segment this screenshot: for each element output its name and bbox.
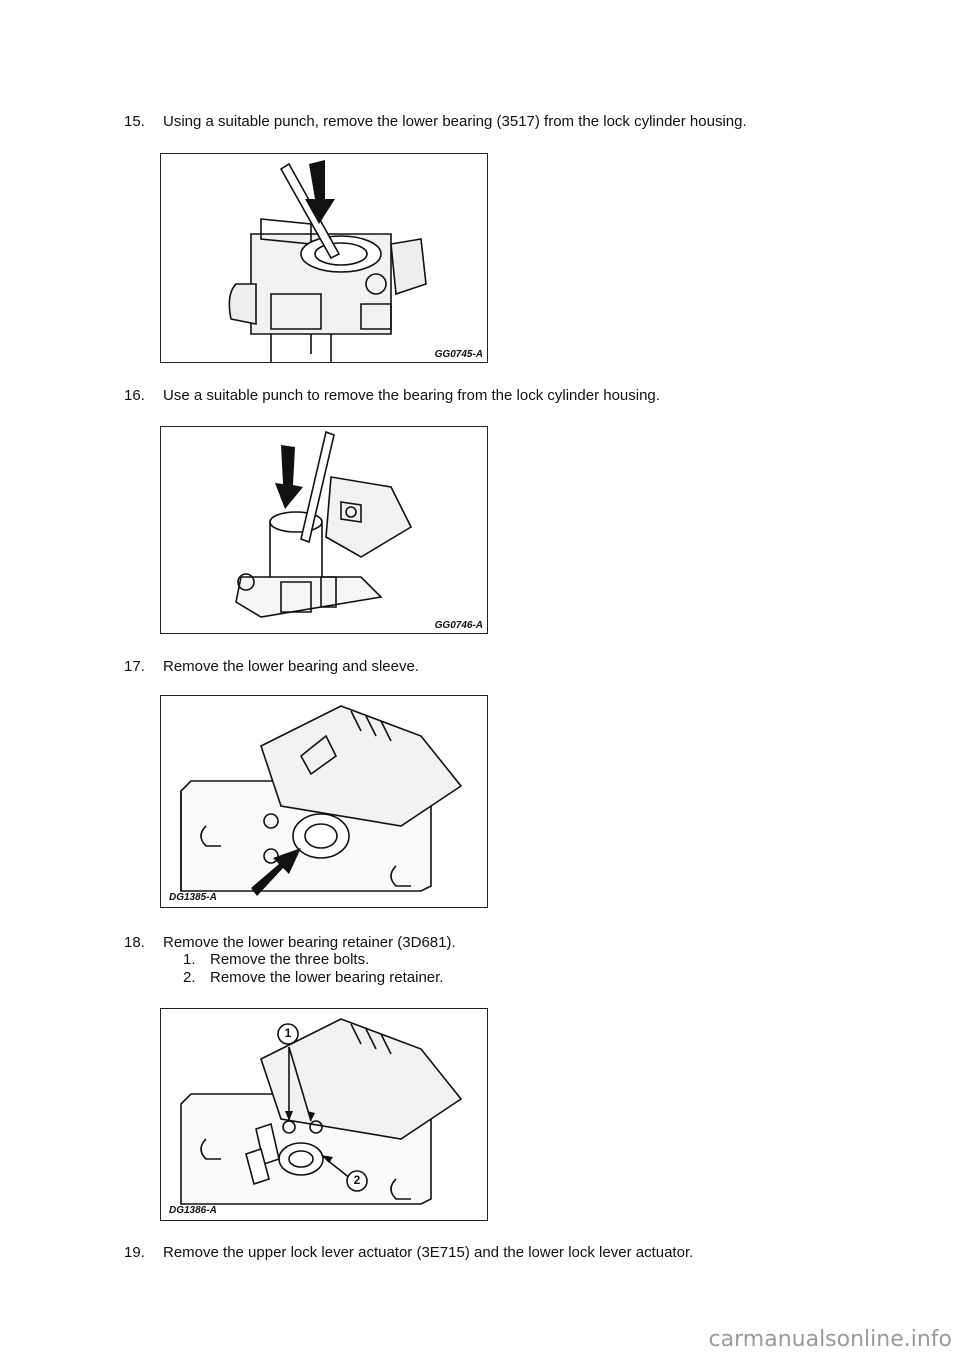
- figure-code: GG0745-A: [434, 349, 483, 360]
- step-text: Remove the upper lock lever actuator (3E…: [163, 1244, 694, 1261]
- callout-1: 1: [284, 1026, 292, 1040]
- step-number: 16.: [124, 387, 145, 404]
- lower-bearing-sleeve-illustration: [180, 705, 463, 896]
- substep-text: Remove the lower bearing retainer.: [210, 969, 444, 986]
- lock-housing-punch-illustration: [228, 160, 427, 362]
- step-text: Use a suitable punch to remove the beari…: [163, 387, 660, 404]
- lock-cylinder-bearing-illustration: [235, 430, 413, 618]
- callout-2: 2: [353, 1173, 361, 1187]
- figure-dg1385: DG1385-A: [160, 695, 488, 908]
- lower-bearing-retainer-illustration: [180, 1018, 463, 1205]
- step-text: Remove the lower bearing retainer (3D681…: [163, 934, 456, 951]
- substep-text: Remove the three bolts.: [210, 951, 370, 968]
- figure-code: GG0746-A: [434, 620, 483, 631]
- step-number: 19.: [124, 1244, 145, 1261]
- step-text: Using a suitable punch, remove the lower…: [163, 113, 747, 130]
- step-number: 18.: [124, 934, 145, 951]
- figure-dg1386: 1 2 DG1386-A: [160, 1008, 488, 1221]
- figure-code: DG1385-A: [169, 892, 217, 903]
- step-number: 17.: [124, 658, 145, 675]
- step-number: 15.: [124, 113, 145, 130]
- step-text: Remove the lower bearing and sleeve.: [163, 658, 419, 675]
- figure-code: DG1386-A: [169, 1205, 217, 1216]
- figure-gg0746: GG0746-A: [160, 426, 488, 634]
- substep-number: 2.: [183, 969, 196, 986]
- substep-number: 1.: [183, 951, 196, 968]
- watermark: carmanualsonline.info: [708, 1327, 952, 1352]
- figure-gg0745: GG0745-A: [160, 153, 488, 363]
